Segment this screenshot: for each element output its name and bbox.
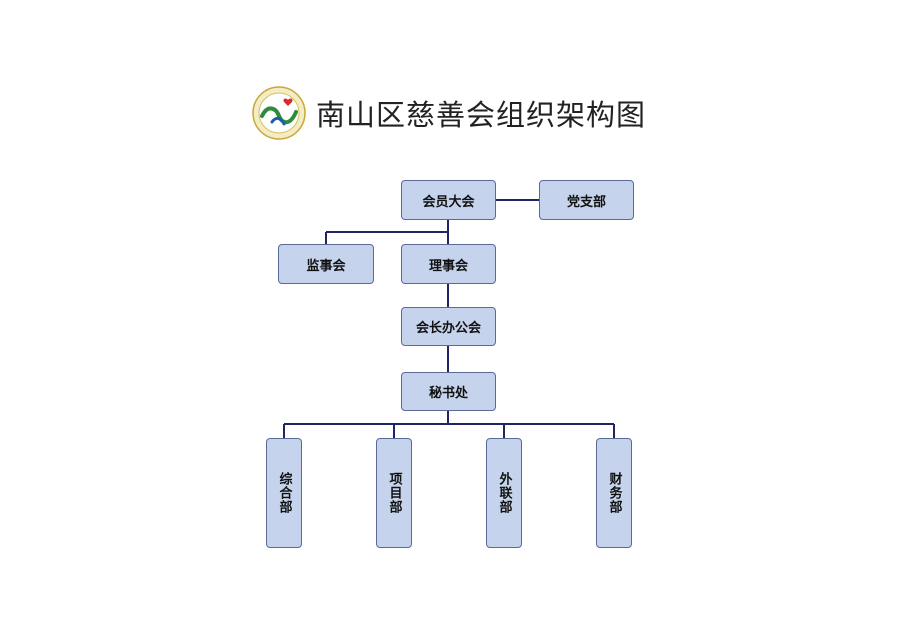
- node-dept-projects: 项目部: [376, 438, 412, 548]
- page-title: 南山区慈善会组织架构图: [316, 98, 647, 132]
- node-dept-finance: 财务部: [596, 438, 632, 548]
- node-party-branch: 党支部: [539, 180, 634, 220]
- node-supervisory-board: 监事会: [278, 244, 374, 284]
- node-dept-liaison: 外联部: [486, 438, 522, 548]
- node-dept-general: 综合部: [266, 438, 302, 548]
- node-secretariat: 秘书处: [401, 372, 496, 411]
- charity-logo-icon: [252, 86, 306, 140]
- node-general-assembly: 会员大会: [401, 180, 496, 220]
- node-council: 理事会: [401, 244, 496, 284]
- title-block: 南山区慈善会组织架构图: [252, 86, 646, 140]
- node-president-office: 会长办公会: [401, 307, 496, 346]
